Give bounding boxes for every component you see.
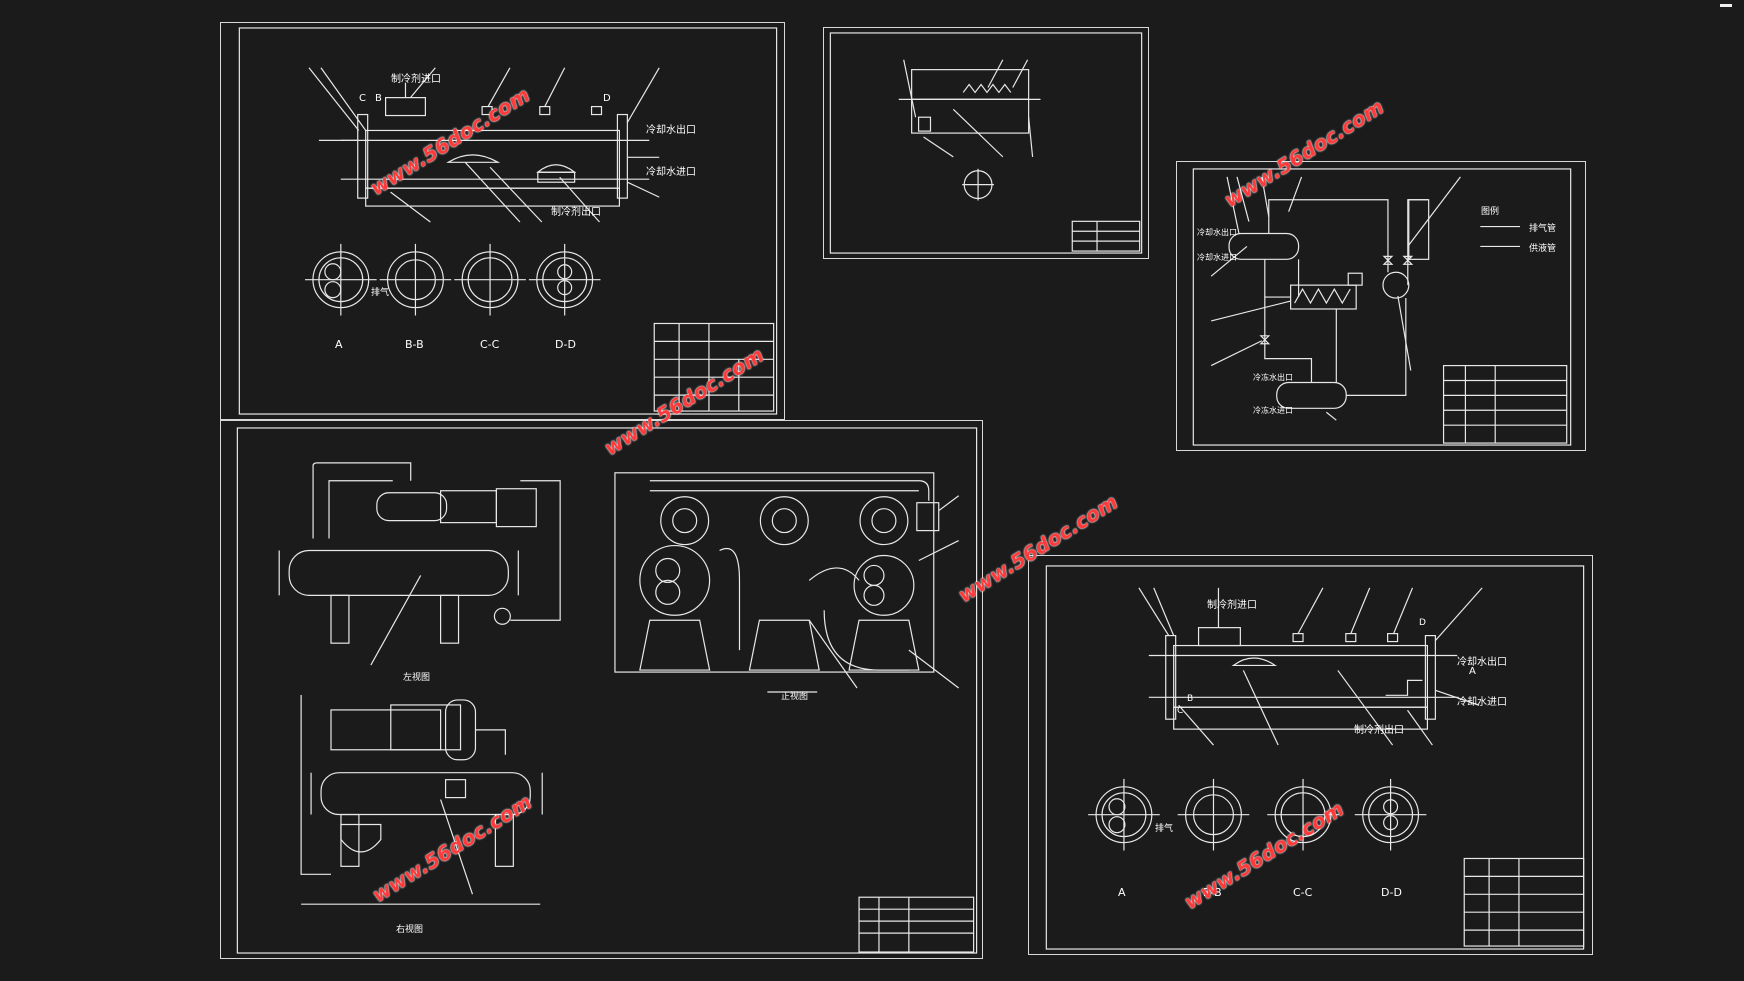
evap-section-dd: D-D — [1381, 886, 1402, 899]
water-in-label: 冷却水进口 — [646, 167, 696, 178]
chilled-water-out: 冷冻水出口 — [1253, 373, 1293, 382]
condenser-drawing — [238, 27, 778, 415]
evap-label-d: D — [1419, 618, 1426, 628]
nozzle-label-d: D — [603, 93, 611, 104]
side-note: 排气 — [371, 288, 390, 298]
view-label-left-top: 左视图 — [403, 673, 431, 683]
view-label-left-bottom: 右视图 — [396, 925, 424, 935]
evap-section-bb: B-B — [1203, 886, 1222, 899]
section-label-cc: C-C — [480, 338, 500, 351]
legend-item-supply: 供液管 — [1529, 244, 1557, 254]
chilled-water-in: 冷冻水进口 — [1253, 406, 1293, 415]
cooling-water-out: 冷却水出口 — [1197, 228, 1237, 237]
evap-label-b: B — [1187, 694, 1194, 704]
evap-section-a: A — [1118, 886, 1126, 899]
small-part-drawing — [829, 32, 1143, 254]
evap-water-out-label: 冷却水出口 — [1457, 657, 1507, 668]
evap-label-c: C — [1177, 706, 1184, 716]
water-out-label: 冷却水出口 — [646, 125, 696, 136]
view-label-front: 正视图 — [781, 692, 809, 702]
nozzle-label-b: B — [375, 93, 382, 104]
drawing-sheet-evaporator[interactable]: 制冷剂进口 冷却水出口 冷却水进口 制冷剂出口 A B C D 排气 A B-B… — [1028, 555, 1593, 955]
evap-outlet-label: 制冷剂出口 — [1354, 725, 1404, 736]
outlet-label: 制冷剂出口 — [551, 207, 601, 218]
window-corner-mark — [1720, 4, 1732, 7]
drawing-sheet-condenser[interactable]: C B D 制冷剂进口 冷却水出口 冷却水进口 制冷剂出口 排气 A B-B C… — [220, 22, 785, 420]
section-label-dd: D-D — [555, 338, 576, 351]
legend-item-exhaust: 排气管 — [1529, 224, 1557, 234]
drawing-sheet-small[interactable] — [823, 27, 1149, 259]
evap-section-cc: C-C — [1293, 886, 1313, 899]
evap-side-note: 排气 — [1155, 824, 1174, 834]
evap-water-in-label: 冷却水进口 — [1457, 697, 1507, 708]
legend-title: 图例 — [1481, 207, 1500, 217]
inlet-label: 制冷剂进口 — [391, 74, 441, 85]
nozzle-label-c: C — [359, 93, 366, 104]
refrigeration-schematic — [1192, 168, 1572, 446]
section-label-a: A — [335, 338, 343, 351]
chiller-unit-drawing — [236, 427, 978, 954]
evap-label-a: A — [1469, 666, 1476, 677]
evaporator-drawing — [1045, 565, 1585, 950]
evap-inlet-label: 制冷剂进口 — [1207, 600, 1257, 611]
drawing-sheet-chiller-unit[interactable]: 左视图 正视图 右视图 — [220, 420, 983, 959]
cooling-water-in: 冷却水进口 — [1197, 253, 1237, 262]
drawing-sheet-schematic[interactable]: 图例 排气管 供液管 冷却水出口 冷却水进口 冷冻水出口 冷冻水进口 — [1176, 161, 1586, 451]
section-label-bb: B-B — [405, 338, 424, 351]
